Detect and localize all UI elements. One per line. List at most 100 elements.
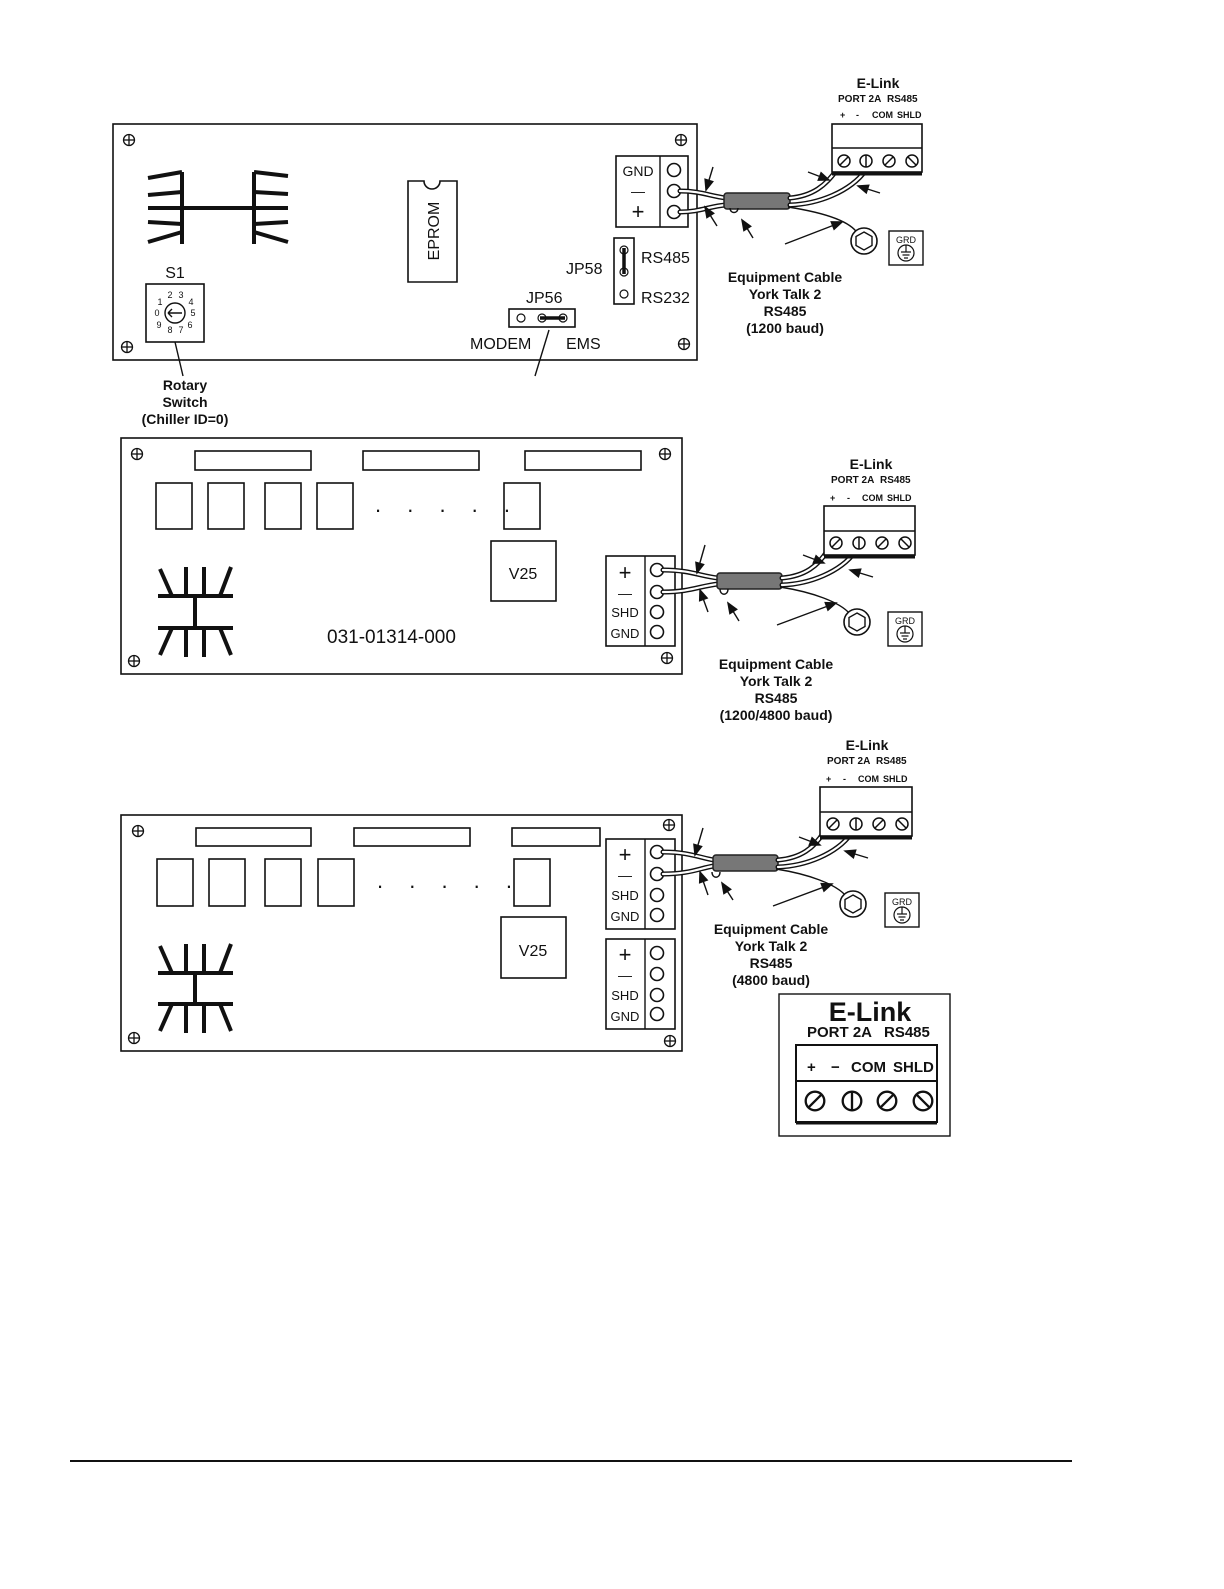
elink-port: PORT 2A [827,756,870,767]
mounting-hole-icon [120,340,134,354]
switch-digit: 4 [188,297,193,307]
switch-caption-line: Switch [162,394,207,410]
elink-terminal-label: + [830,493,835,503]
equipment-cable-1: GRD Equipment Cable York Talk 2 RS485 (1… [677,165,924,336]
ground-label: GRD [895,616,916,626]
mounting-hole-icon [130,447,144,461]
elink-title: E-Link [857,75,900,91]
equipment-cable-3: GRD Equipment Cable York Talk 2 RS485 (4… [660,827,920,988]
switch-digit: 0 [154,308,159,318]
terminal-label: + [619,842,632,867]
screw-terminal-icon [804,1090,826,1112]
elink-protocol: RS485 [880,475,911,486]
switch-caption-line: (Chiller ID=0) [142,411,229,427]
terminal-block-1: GND — + [615,155,689,228]
cable-caption-line: Equipment Cable [719,656,834,672]
ground-nut-icon [850,227,878,255]
circuit-board-3 [120,814,683,1052]
eprom-label: EPROM [426,202,443,261]
screw-terminal-icon [849,817,863,831]
elink-detail-title: E-Link [829,997,912,1027]
terminal-label: + [619,942,632,967]
relay-block [264,482,302,530]
elink-title: E-Link [850,456,893,472]
elink-terminal-2: E-Link PORT 2A RS485 + - COM SHLD [823,456,916,559]
eprom-chip: EPROM [407,180,458,283]
footer-rule [70,1460,1072,1462]
elink-detail-terminal-label: COM [851,1059,886,1076]
terminal-screw-icon [649,604,665,620]
jp56-jumper: JP56 MODEM EMS [470,290,601,377]
cable-caption-line: (4800 baud) [732,972,810,988]
cable-caption-line: RS485 [750,955,793,971]
elink-terminal-label: SHLD [887,493,912,503]
elink-detail-terminal-label: − [831,1059,840,1076]
elink-terminal-label: - [843,774,846,784]
cable-caption-line: York Talk 2 [749,286,822,302]
elink-detail-terminal-label: + [807,1059,816,1076]
elink-protocol: RS485 [887,94,918,105]
terminal-label: GND [611,1009,640,1024]
cable-caption-line: RS485 [764,303,807,319]
connector-header [353,827,471,847]
switch-digit: 6 [187,320,192,330]
terminal-label: SHD [611,988,638,1003]
elink-protocol: RS485 [876,756,907,767]
relay-block [503,482,541,530]
elink-detail-panel: E-Link PORT 2A RS485 + − COM SHLD [778,993,951,1137]
cable-caption-line: RS485 [755,690,798,706]
jp58-jumper: JP58 RS485 RS232 [566,237,690,307]
mounting-hole-icon [677,337,691,351]
terminal-screw-icon [649,624,665,640]
screw-terminal-icon [876,1090,898,1112]
v25-chip-label: V25 [519,943,548,960]
switch-pointer-icon [167,308,182,318]
connector-header [194,450,312,471]
v25-chip [500,916,567,979]
relay-block [207,482,245,530]
relay-block [513,858,551,907]
diagram-1: EPROM S1 0 1 2 3 4 5 6 7 8 9 Rotary [112,75,924,427]
elink-terminal-label: SHLD [883,774,908,784]
terminal-screw-icon [649,987,665,1003]
modem-option-label: MODEM [470,336,531,353]
cable-caption-line: Equipment Cable [728,269,843,285]
terminal-screw-icon [649,966,665,982]
relay-block [316,482,354,530]
diagram-2: . . . . . V25 031-01314-000 + — SHD GND [120,437,923,723]
connector-header [362,450,480,471]
switch-id-label: S1 [165,265,185,282]
ground-nut-icon [843,608,871,636]
elink-terminal-1: E-Link PORT 2A RS485 + - COM SHLD [831,75,923,176]
mounting-hole-icon [658,447,672,461]
elink-detail-terminal-label: SHLD [893,1059,934,1076]
pointer-arrows [692,544,874,626]
v25-chip [490,540,557,602]
circuit-board-1 [112,123,698,361]
terminal-block-3-lower: + — SHD GND [605,938,676,1030]
switch-digit: 7 [178,325,183,335]
screw-terminal-icon [905,154,919,168]
diagram-3: . . . . . V25 + — SHD GND [120,737,920,1052]
pointer-arrows [700,166,881,245]
switch-caption-line: Rotary [163,377,208,393]
connector-header [524,450,642,471]
heat-sink-icon [147,170,289,244]
terminal-screw-icon [649,907,665,923]
screw-terminal-icon [826,817,840,831]
screw-terminal-icon [895,817,909,831]
terminal-screw-icon [649,945,665,961]
elink-terminal-label: SHLD [897,110,922,120]
cable-caption-line: (1200/4800 baud) [720,707,833,723]
relay-block [264,858,302,907]
rotary-switch: S1 0 1 2 3 4 5 6 7 8 9 Rotary Switch (Ch… [142,265,229,427]
ground-nut-icon [839,890,867,918]
elink-terminal-label: - [856,110,859,120]
mounting-hole-icon [122,133,136,147]
switch-digit: 8 [167,325,172,335]
elink-port: PORT 2A [831,475,874,486]
terminal-label: — [618,967,632,983]
terminal-screw-icon [649,887,665,903]
jp56-label: JP56 [526,290,563,307]
